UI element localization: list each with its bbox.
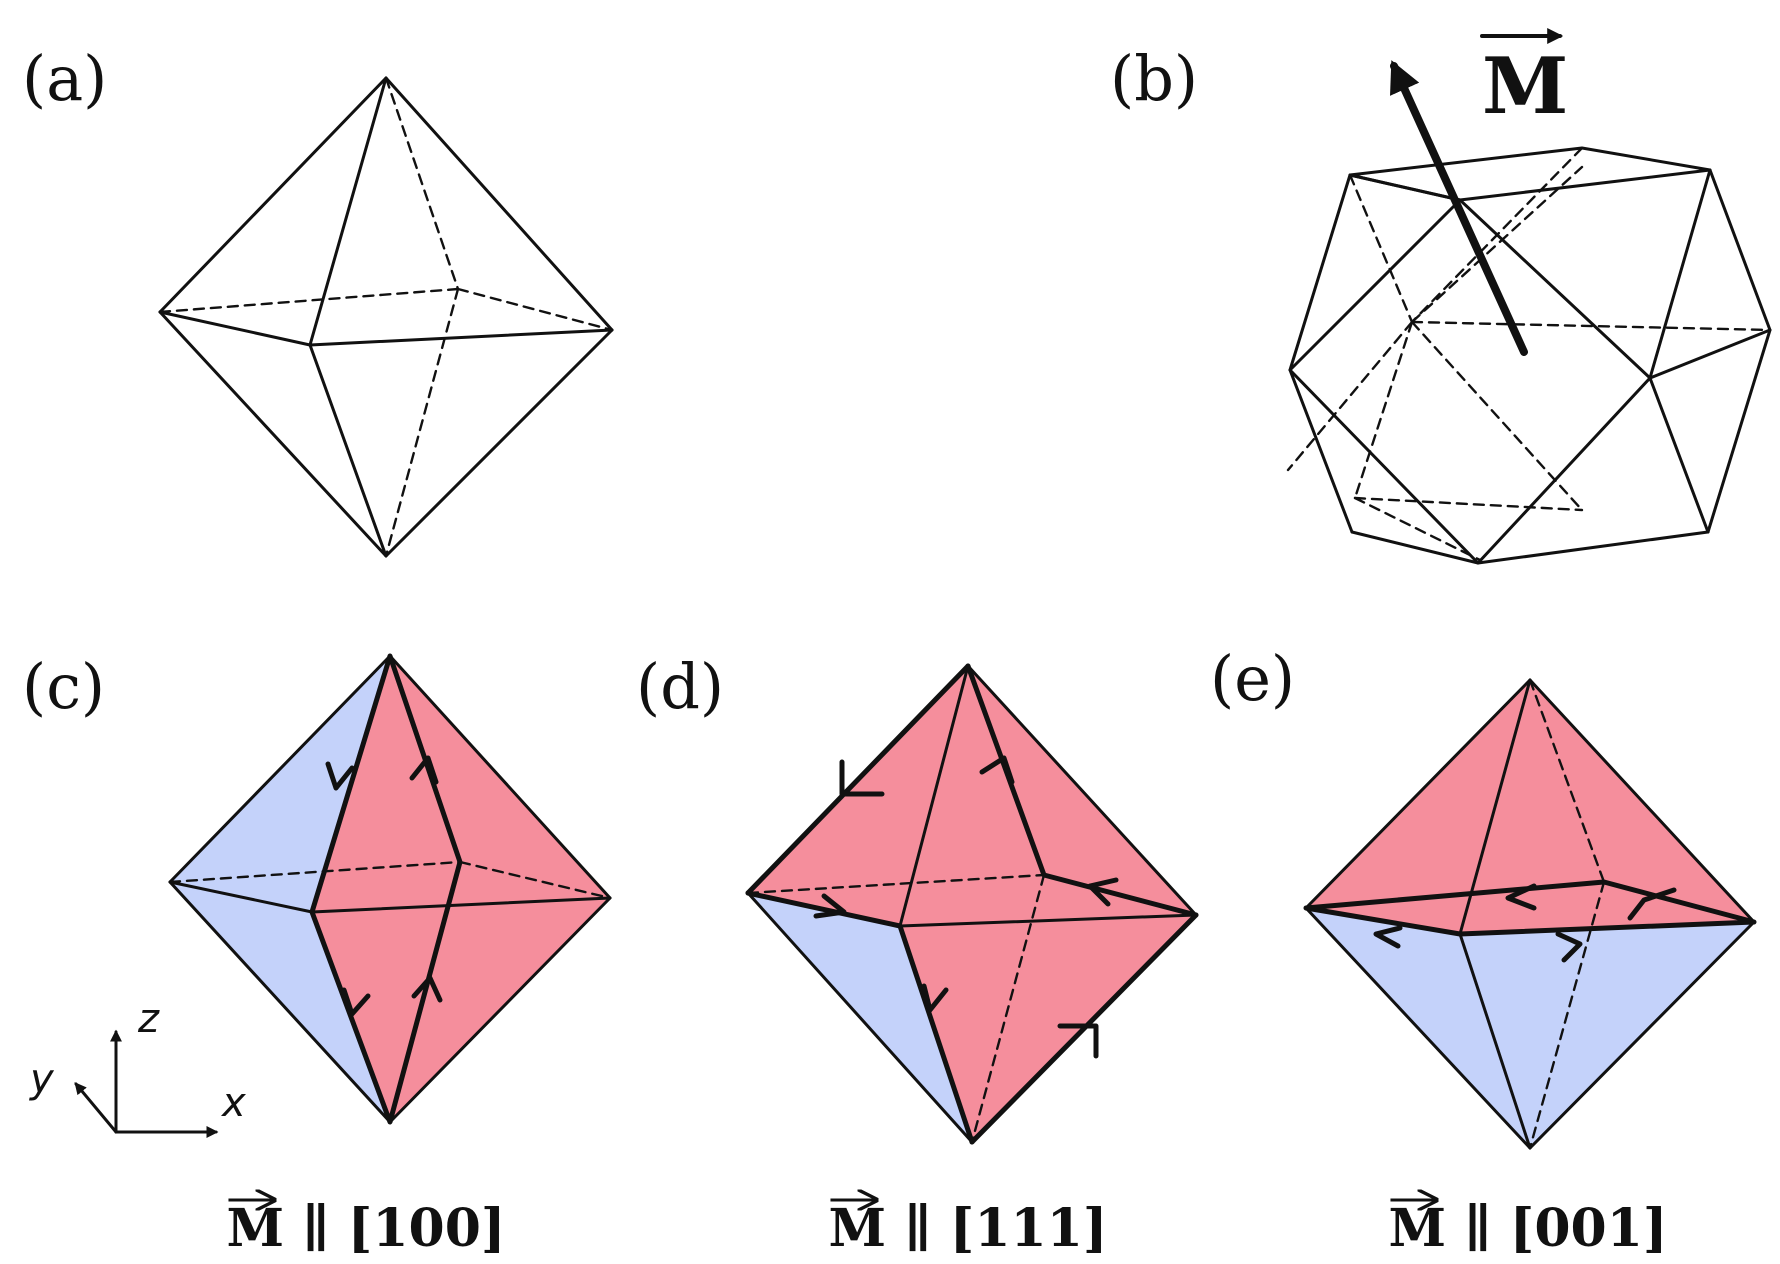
panel-a: (a) <box>22 42 614 558</box>
axis-z-label: z <box>137 996 160 1042</box>
octahedron-e <box>1303 678 1757 1150</box>
magnetization-arrow-b <box>1390 60 1528 356</box>
axis-y-label: y <box>29 1056 55 1102</box>
magnetization-symbol-b: M <box>1482 41 1568 132</box>
panel-d-label: (d) <box>636 650 724 723</box>
panel-b-label: (b) <box>1110 42 1198 115</box>
octahedron-a <box>158 76 614 558</box>
caption-d: M ∥ [111] <box>828 1198 1107 1259</box>
face-e-upper-right <box>1460 680 1754 934</box>
panel-e: (e) M ∥ [001] <box>1210 642 1757 1259</box>
face-e-lower-right <box>1460 922 1754 1148</box>
axis-x-label: x <box>220 1080 246 1126</box>
face-c-upper-left <box>170 656 390 912</box>
axis-triad: z x y <box>29 996 246 1138</box>
caption-e: M ∥ [001] <box>1388 1198 1667 1259</box>
cuboctahedron-b <box>1286 146 1772 565</box>
panel-c: (c) z x y M <box>22 650 612 1259</box>
face-d-lower-right <box>900 915 1196 1142</box>
caption-c: M ∥ [100] <box>226 1198 505 1259</box>
panel-b: (b) M <box>1110 28 1772 565</box>
face-d-upper-right <box>900 666 1196 926</box>
panel-e-label: (e) <box>1210 642 1295 715</box>
panel-d: (d) M ∥ [111] <box>636 650 1199 1259</box>
magnetization-vector-b: M <box>1480 28 1568 132</box>
octahedron-c <box>168 653 612 1125</box>
panel-a-label: (a) <box>22 42 107 115</box>
face-e-upper-left <box>1306 680 1530 934</box>
panel-c-label: (c) <box>22 650 105 723</box>
face-c-lower-right <box>312 898 610 1122</box>
octahedron-d <box>745 663 1199 1145</box>
face-c-upper-right <box>312 656 610 912</box>
